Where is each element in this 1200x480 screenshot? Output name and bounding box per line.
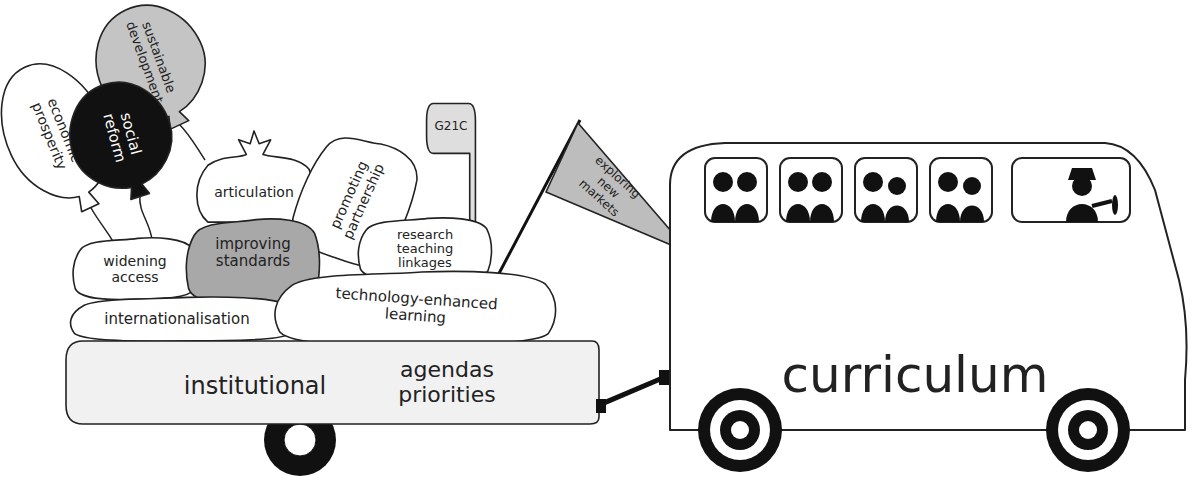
trailer-shape (66, 341, 599, 424)
node-label: agendas priorities (382, 357, 512, 408)
bag: widening access (70, 235, 200, 302)
trailer-outline (65, 340, 600, 425)
tow-hitch (659, 370, 669, 385)
node-label: improving standards (198, 236, 308, 271)
node-label: widening access (88, 253, 183, 285)
node-label: G21C (426, 120, 476, 134)
balloon-string (179, 124, 205, 160)
flag: exploring new markets (490, 118, 695, 283)
bag: technology-enhanced learning (268, 268, 563, 348)
bag-shape (275, 271, 556, 345)
trailer-wheel-hub (284, 424, 316, 456)
tow-bar (600, 377, 665, 405)
balloon-string (140, 195, 152, 240)
node-label: institutional (135, 373, 375, 401)
bag: internationalisation (65, 295, 300, 343)
balloon: social reform (68, 78, 176, 203)
trailer: institutionalagendas priorities (65, 340, 600, 425)
van-shape (670, 143, 1187, 430)
node-label: research teaching linkages (385, 228, 465, 270)
node-label: curriculum (735, 347, 1095, 405)
bag-shape (73, 238, 197, 300)
flag-shape (546, 123, 690, 253)
balloon-shape (56, 69, 189, 212)
node-label: articulation (192, 184, 316, 200)
node-label: internationalisation (67, 311, 287, 328)
van: curriculum (665, 140, 1190, 440)
